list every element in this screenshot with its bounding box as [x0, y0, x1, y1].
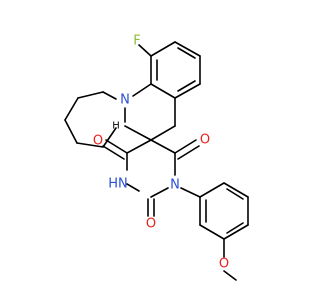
bond: [226, 188, 244, 200]
bond: [105, 139, 128, 154]
bond: [199, 182, 225, 198]
bond-lines: [64, 41, 249, 281]
bond: [64, 119, 78, 144]
ring-nitrogen-label: N: [120, 93, 130, 108]
methoxy-oxygen-label: O: [219, 257, 229, 272]
bond: [64, 97, 79, 121]
bond: [177, 145, 200, 160]
bond: [150, 139, 176, 154]
bond: [126, 139, 152, 154]
bond: [226, 222, 244, 234]
bond: [174, 139, 197, 154]
bond: [223, 270, 237, 281]
carbonyl-oxygen-left-label: O: [93, 134, 103, 149]
bond: [76, 142, 104, 148]
bond: [177, 47, 196, 59]
bond: [177, 80, 196, 92]
bond: [102, 145, 125, 160]
molecule-structure-canvas: F N H O O HN N O O: [64, 34, 249, 281]
bond: [174, 83, 201, 99]
bond: [77, 91, 104, 99]
bond: [150, 125, 176, 141]
fluorine-atom-label: F: [133, 34, 140, 49]
atom-labels: F N H O O HN N O O: [93, 34, 229, 272]
bond: [132, 83, 152, 97]
bond: [199, 224, 225, 240]
bond: [174, 41, 201, 57]
bond: [126, 183, 140, 192]
bond: [138, 44, 152, 57]
carbonyl-oxygen-right-label: O: [200, 133, 210, 148]
bond: [150, 41, 176, 57]
bond: [124, 125, 152, 141]
bond: [223, 182, 249, 198]
imide-nh-label: HN: [108, 177, 128, 192]
bond: [180, 187, 201, 198]
molecule-diagram: F N H O O HN N O O: [64, 34, 249, 281]
bond: [102, 91, 117, 100]
ring-hydrogen-label: H: [112, 121, 120, 132]
bond: [223, 224, 249, 240]
bond: [150, 83, 176, 99]
bond: [150, 187, 169, 198]
imide-nitrogen-label: N: [170, 178, 180, 193]
bond: [102, 127, 117, 148]
carbonyl-oxygen-lower-label: O: [146, 217, 156, 232]
